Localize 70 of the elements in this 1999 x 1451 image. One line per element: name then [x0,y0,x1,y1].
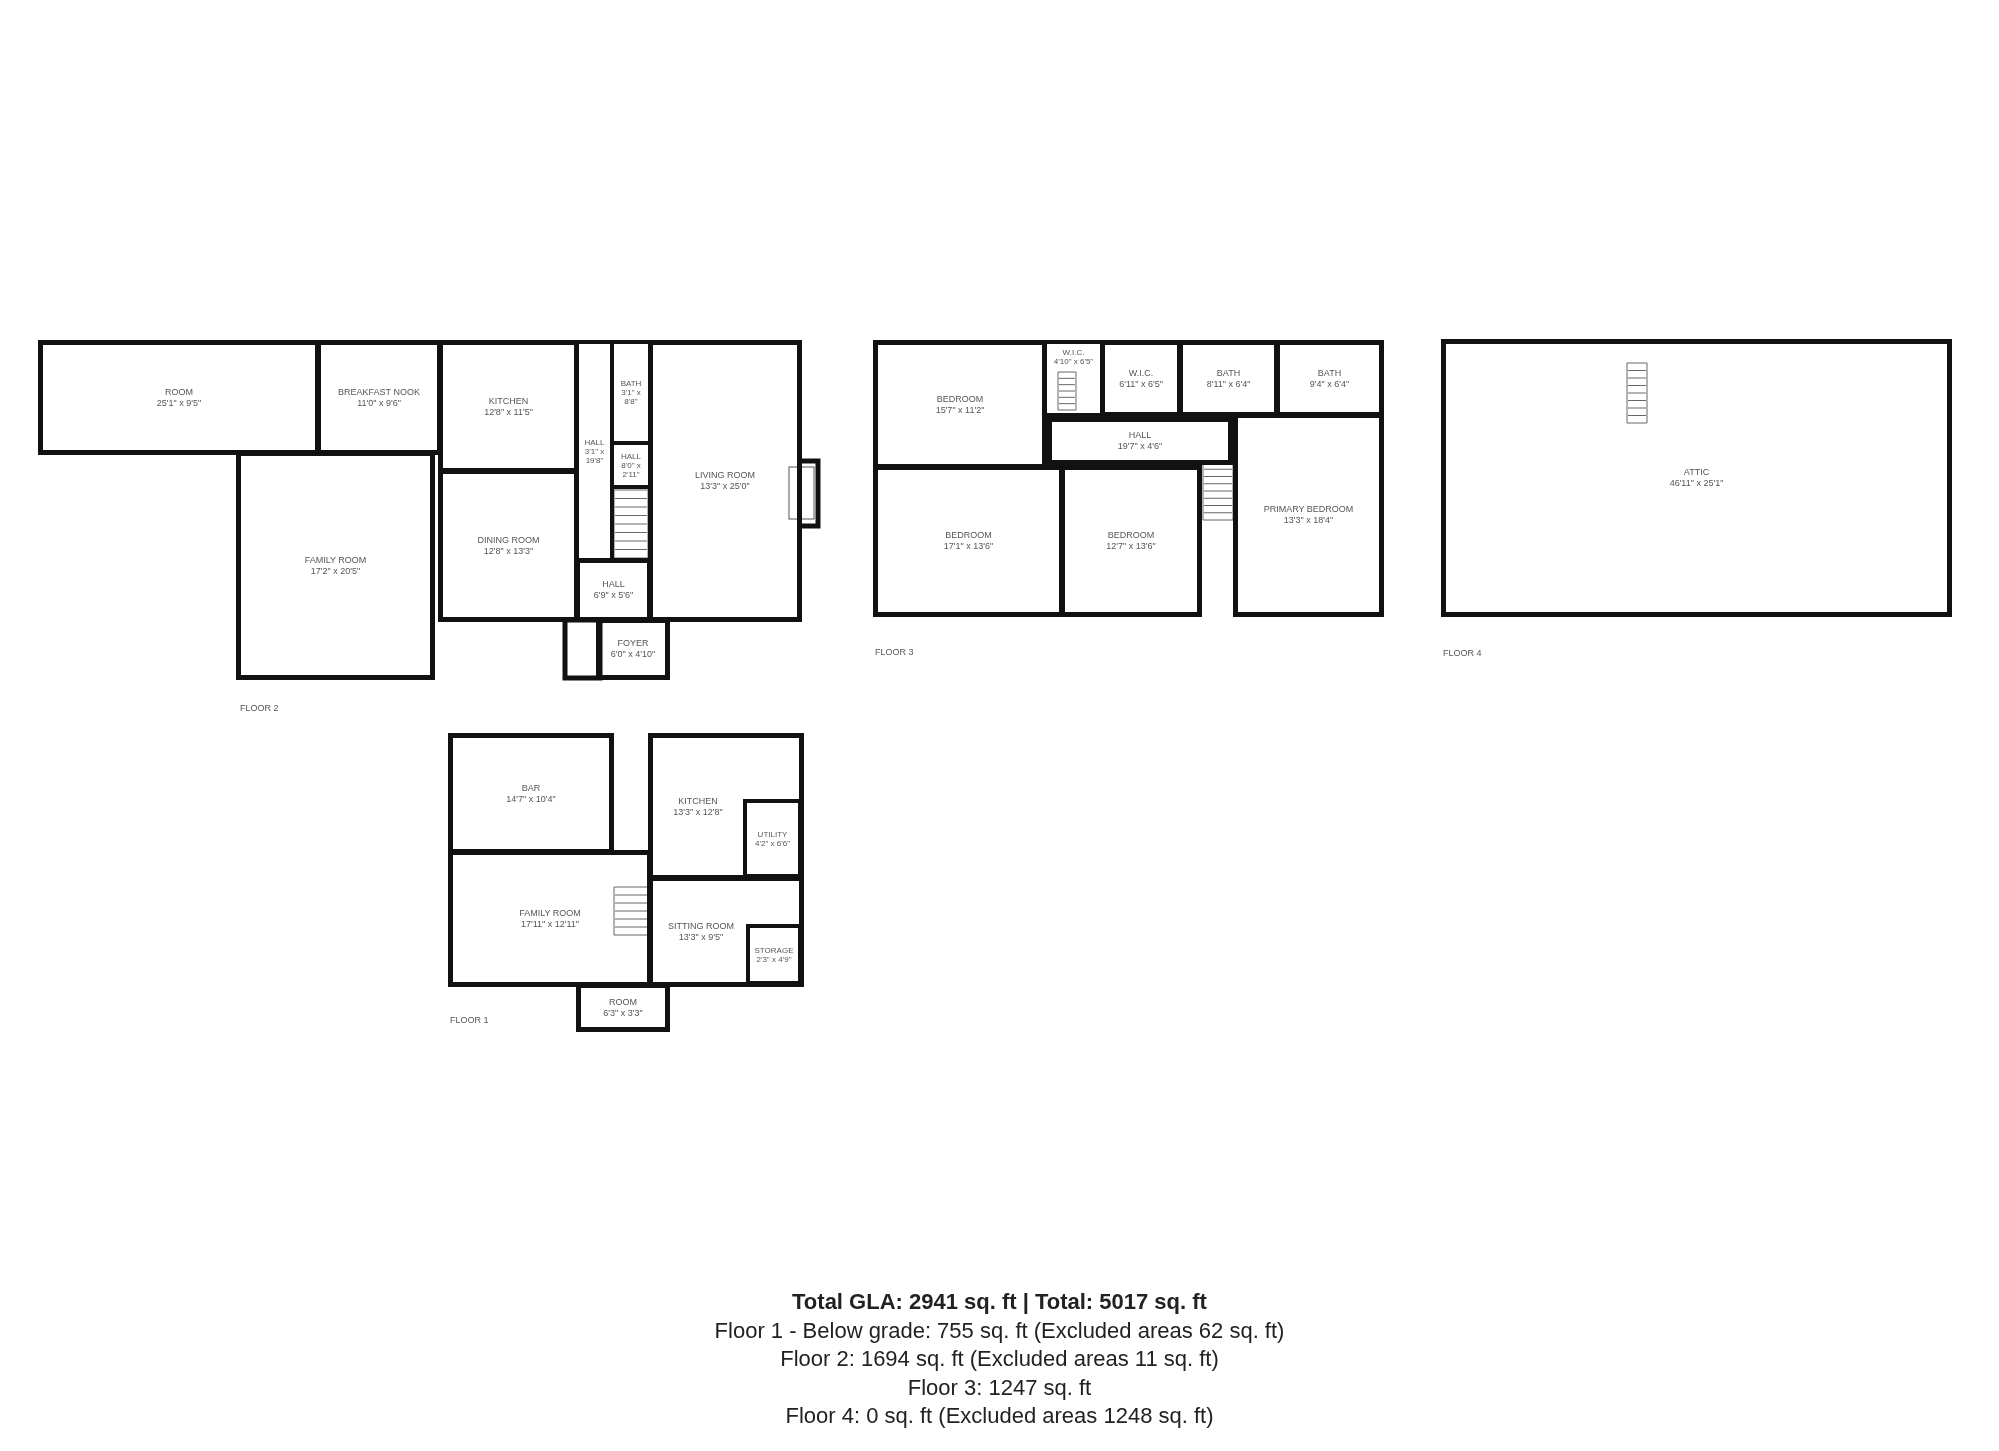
floor-area-line: Floor 1 - Below grade: 755 sq. ft (Excluded areas 62 sq. ft) [714,1316,1285,1345]
room-dimensions: 6'11" x 6'5" [1119,378,1163,390]
room-dimensions: 46'11" x 25'1" [1669,478,1724,489]
room-name: PRIMARY BEDROOM [1263,504,1354,515]
room-dimensions: 15'7" x 11'2" [935,404,985,416]
floor-label: FLOOR 4 [1443,648,1482,658]
room-dimensions: 6'9" x 5'6" [593,590,634,601]
room-name: HALL [602,579,625,590]
room-dimensions: 6'3" x 3'3" [603,1007,643,1019]
room-dimensions: 13'3" x 25'0" [700,481,750,492]
room-name: KITCHEN [488,395,529,407]
room-name: DINING ROOM [477,534,540,546]
room-dimensions: 25'1" x 9'5" [156,397,202,409]
room-dimensions: 19'7" x 4'6" [1117,441,1163,452]
room-name: ROOM [609,996,637,1008]
room-name: LIVING ROOM [695,470,755,481]
room-name: FOYER [617,638,649,649]
room-name: BAR [521,782,541,794]
room-dimensions: 13'3" x 18'4" [1283,515,1334,526]
room-outline [1047,417,1233,465]
room-dimensions: 14'7" x 10'4" [506,793,556,805]
room-dimensions: 4'2" x 6'6" [755,838,790,848]
room-name: UTILITY [757,829,788,839]
room-dimensions: 9'4" x 6'4" [1309,378,1350,390]
room-name: KITCHEN [678,795,718,807]
room-dimensions: 13'3" x 9'5" [678,931,724,943]
room-dimensions: 17'1" x 13'6" [943,541,994,552]
room-name: HALL [584,437,605,447]
room-dimensions: 4'10" x 6'5" [1053,357,1094,366]
room-dimensions: 12'8" x 11'5" [484,406,533,418]
floor-label: FLOOR 2 [240,703,279,713]
room-dimensions: 3'1" x 8'8" [620,388,642,406]
room-name: HALL [1128,430,1152,441]
room-name: STORAGE [754,945,794,955]
room-name: ATTIC [1683,467,1710,478]
room-name: HALL [621,451,641,461]
room-name: FAMILY ROOM [519,907,581,919]
room-name: BATH [1216,367,1241,379]
floor-area-line: Floor 3: 1247 sq. ft [907,1373,1092,1402]
room-dimensions: 12'7" x 13'6" [1106,541,1156,552]
room-dimensions: 12'8" x 13'3" [483,545,534,557]
room-name: W.I.C. [1128,367,1154,379]
room-name: SITTING ROOM [668,920,734,932]
room-name: ROOM [165,386,193,398]
room-name: FAMILY ROOM [304,554,367,566]
room-name: BREAKFAST NOOK [338,386,420,398]
room-dimensions: 3'1" x 19'8" [583,446,606,465]
floor-area-line: Floor 4: 0 sq. ft (Excluded areas 1248 sq. ft) [785,1402,1214,1430]
room-dimensions: 6'0" x 4'10" [610,649,656,660]
room-dimensions: 8'0" x 2'11" [620,460,642,479]
room-name: W.I.C. [1062,348,1085,357]
room-dimensions: 8'11" x 6'4" [1206,378,1251,390]
room-outline [1441,339,1952,617]
room-dimensions: 17'11" x 12'11" [520,918,579,930]
room-name: BATH [620,379,642,388]
floor-label: FLOOR 1 [450,1015,489,1025]
room-name: BEDROOM [1107,530,1155,541]
room-outline [648,340,802,622]
room-dimensions: 11'0" x 9'6" [357,397,401,409]
room-name: BATH [1317,367,1342,379]
room-name: BEDROOM [936,393,984,405]
room-dimensions: 2'3" x 4'9" [756,954,792,964]
floor-area-line: Floor 2: 1694 sq. ft (Excluded areas 11 sq. ft) [780,1345,1219,1373]
room-dimensions: 17'2" x 20'5" [310,565,361,577]
room-dimensions: 13'3" x 12'8" [673,806,723,818]
room-outline [746,924,802,985]
room-name: BEDROOM [945,530,992,541]
floor-label: FLOOR 3 [875,647,914,657]
room-outline [743,799,802,878]
total-area-heading: Total GLA: 2941 sq. ft | Total: 5017 sq. ft [792,1288,1207,1316]
